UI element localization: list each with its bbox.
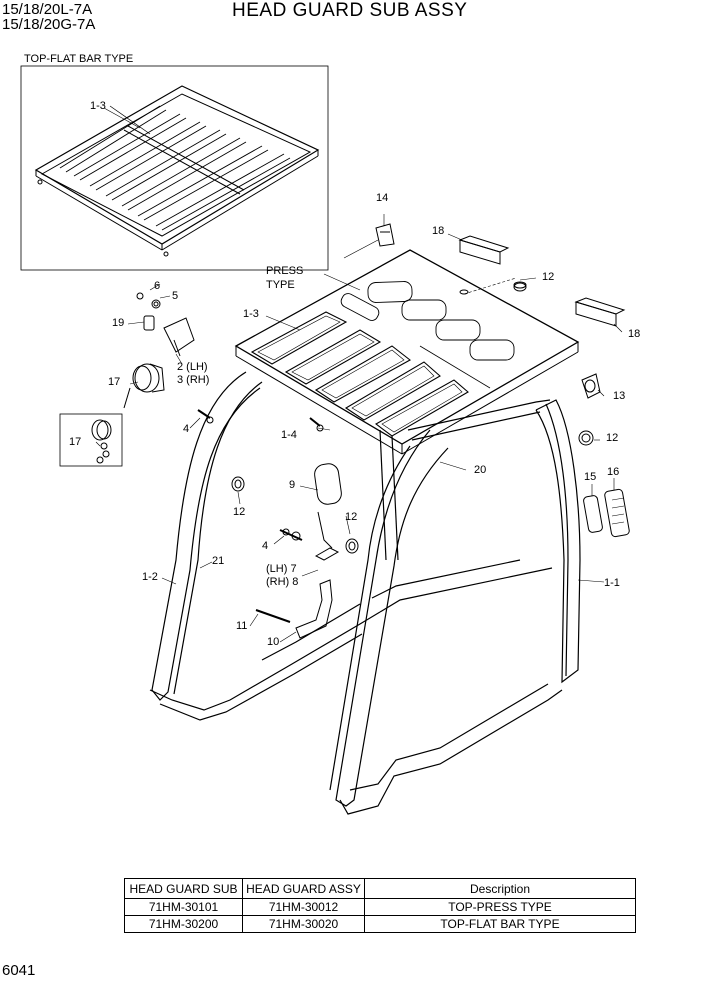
callout-4b: 4 xyxy=(262,540,269,552)
table-cell: 71HM-30012 xyxy=(242,898,365,916)
press-type-label-2: TYPE xyxy=(266,279,295,291)
page-title: HEAD GUARD SUB ASSY xyxy=(232,0,468,21)
table-cell: 71HM-30020 xyxy=(242,915,365,933)
part-grommets-12 xyxy=(231,281,594,554)
part-bolt-4 xyxy=(197,409,324,541)
column-header: HEAD GUARD SUB xyxy=(124,878,243,899)
callout-20: 20 xyxy=(474,464,487,476)
model-code-1: 15/18/20L-7A xyxy=(2,1,93,18)
callout-1-2: 1-2 xyxy=(142,571,158,583)
table-cell: TOP-PRESS TYPE xyxy=(364,898,636,916)
part-grip-10 xyxy=(295,579,333,639)
table-cell: 71HM-30101 xyxy=(124,898,243,916)
callout-1-1: 1-1 xyxy=(604,577,620,589)
callout-12b: 12 xyxy=(233,506,246,518)
callout-18a: 18 xyxy=(432,225,445,237)
callout-11: 11 xyxy=(236,620,248,632)
roof-panel-press-type xyxy=(234,249,580,455)
column-header: Description xyxy=(364,878,636,899)
part-mirror-9 xyxy=(314,463,342,561)
table-cell: 71HM-30200 xyxy=(124,915,243,933)
callout-9: 9 xyxy=(289,479,296,491)
part-bracket-19 xyxy=(143,315,195,357)
callout-1-4: 1-4 xyxy=(281,429,297,441)
head-guard-frame xyxy=(149,371,581,815)
callout-6: 6 xyxy=(154,280,161,292)
callout-14: 14 xyxy=(376,192,389,204)
callout-2: 2 (LH) xyxy=(177,361,208,373)
inset-flat-bar-type xyxy=(20,65,329,271)
callout-5: 5 xyxy=(172,290,179,302)
callout-12d: 12 xyxy=(606,432,619,444)
table-cell: TOP-FLAT BAR TYPE xyxy=(364,915,636,933)
callout-7: (LH) 7 xyxy=(266,563,297,575)
part-clip-14 xyxy=(375,223,395,247)
callout-16: 16 xyxy=(607,466,620,478)
callout-8: (RH) 8 xyxy=(266,576,299,588)
table-row: 71HM-30200 71HM-30020 TOP-FLAT BAR TYPE xyxy=(124,915,636,933)
callout-17b: 17 xyxy=(69,436,82,448)
callout-1-3: 1-3 xyxy=(243,308,259,320)
part-lamp-17 xyxy=(123,363,165,409)
part-lamp-18 xyxy=(458,235,626,327)
callout-12c: 12 xyxy=(345,511,358,523)
leader-lines xyxy=(95,107,623,643)
callout-21: 21 xyxy=(212,555,225,567)
callout-17a: 17 xyxy=(108,376,121,388)
callout-inset-1-3: 1-3 xyxy=(90,100,106,112)
table-header-row: HEAD GUARD SUB HEAD GUARD ASSY Descripti… xyxy=(124,878,636,899)
callout-15: 15 xyxy=(584,471,597,483)
part-reflectors-15-16 xyxy=(583,488,630,538)
callout-4a: 4 xyxy=(183,423,190,435)
table-row: 71HM-30101 71HM-30012 TOP-PRESS TYPE xyxy=(124,898,636,916)
parts-table: HEAD GUARD SUB HEAD GUARD ASSY Descripti… xyxy=(124,878,636,933)
page-number: 6041 xyxy=(2,962,36,979)
part-washers-5-6 xyxy=(136,292,161,309)
part-bracket-13 xyxy=(581,373,601,399)
callout-13: 13 xyxy=(613,390,626,402)
inset-label: TOP-FLAT BAR TYPE xyxy=(24,53,134,65)
callout-12a: 12 xyxy=(542,271,555,283)
inset-lamp-17 xyxy=(59,413,123,467)
part-bolt-11 xyxy=(255,609,291,623)
callout-18b: 18 xyxy=(628,328,641,340)
callout-3: 3 (RH) xyxy=(177,374,210,386)
callout-19: 19 xyxy=(112,317,125,329)
press-type-label-1: PRESS xyxy=(266,265,304,277)
model-code-2: 15/18/20G-7A xyxy=(2,16,96,33)
callout-10: 10 xyxy=(267,636,280,648)
column-header: HEAD GUARD ASSY xyxy=(242,878,365,899)
